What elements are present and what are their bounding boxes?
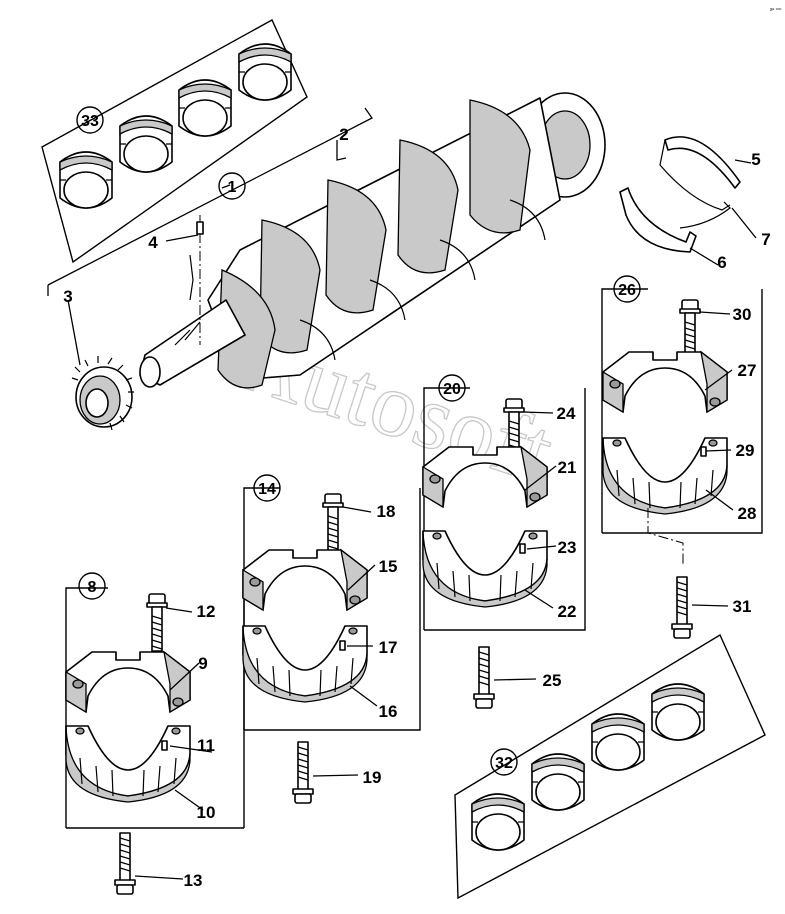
callout-29: 29 bbox=[736, 441, 755, 460]
callout-20: 20 bbox=[443, 381, 461, 398]
callout-9: 9 bbox=[198, 654, 207, 673]
callout-31: 31 bbox=[733, 597, 752, 616]
callout-10: 10 bbox=[197, 803, 216, 822]
callout-17: 17 bbox=[379, 638, 398, 657]
timing-gear bbox=[71, 356, 134, 431]
callout-33: 33 bbox=[81, 113, 99, 130]
callout-8: 8 bbox=[88, 579, 97, 596]
callout-22: 22 bbox=[558, 602, 577, 621]
callout-23: 23 bbox=[558, 538, 577, 557]
callout-19: 19 bbox=[363, 768, 382, 787]
callout-11: 11 bbox=[197, 736, 215, 755]
bearing-shell-set-lower bbox=[454, 633, 766, 900]
bearing-shell-set-upper bbox=[41, 19, 308, 264]
callout-25: 25 bbox=[543, 671, 562, 690]
callout-30: 30 bbox=[733, 305, 752, 324]
corner-mark: sᵉ ᵒᵒᵒ bbox=[770, 7, 782, 13]
main-bearing-cap-8 bbox=[65, 587, 245, 895]
callout-1: 1 bbox=[228, 179, 237, 196]
callout-21: 21 bbox=[558, 458, 577, 477]
callout-14: 14 bbox=[258, 481, 276, 498]
callout-labels: 1234567891011121314151617181920212223242… bbox=[63, 113, 770, 890]
callout-12: 12 bbox=[197, 602, 216, 621]
callout-15: 15 bbox=[379, 557, 398, 576]
callout-32: 32 bbox=[495, 755, 513, 772]
callout-2: 2 bbox=[339, 125, 348, 144]
assembly-bracket-1 bbox=[47, 107, 373, 296]
callout-6: 6 bbox=[717, 253, 726, 272]
callout-13: 13 bbox=[184, 871, 203, 890]
callout-28: 28 bbox=[738, 504, 757, 523]
callout-4: 4 bbox=[148, 233, 158, 252]
callout-5: 5 bbox=[751, 150, 760, 169]
callout-26: 26 bbox=[618, 282, 636, 299]
leader-lines bbox=[67, 140, 757, 880]
callout-16: 16 bbox=[379, 702, 398, 721]
main-bearing-cap-14 bbox=[242, 487, 421, 804]
callout-24: 24 bbox=[557, 404, 576, 423]
callout-7: 7 bbox=[761, 230, 770, 249]
callout-27: 27 bbox=[738, 361, 757, 380]
callout-18: 18 bbox=[377, 502, 396, 521]
callout-circles bbox=[76, 106, 641, 776]
main-bearing-cap-26 bbox=[601, 288, 763, 639]
crankshaft bbox=[139, 92, 606, 389]
main-bearing-cap-20 bbox=[422, 387, 586, 709]
thrust-washers bbox=[619, 136, 741, 253]
callout-3: 3 bbox=[63, 287, 72, 306]
